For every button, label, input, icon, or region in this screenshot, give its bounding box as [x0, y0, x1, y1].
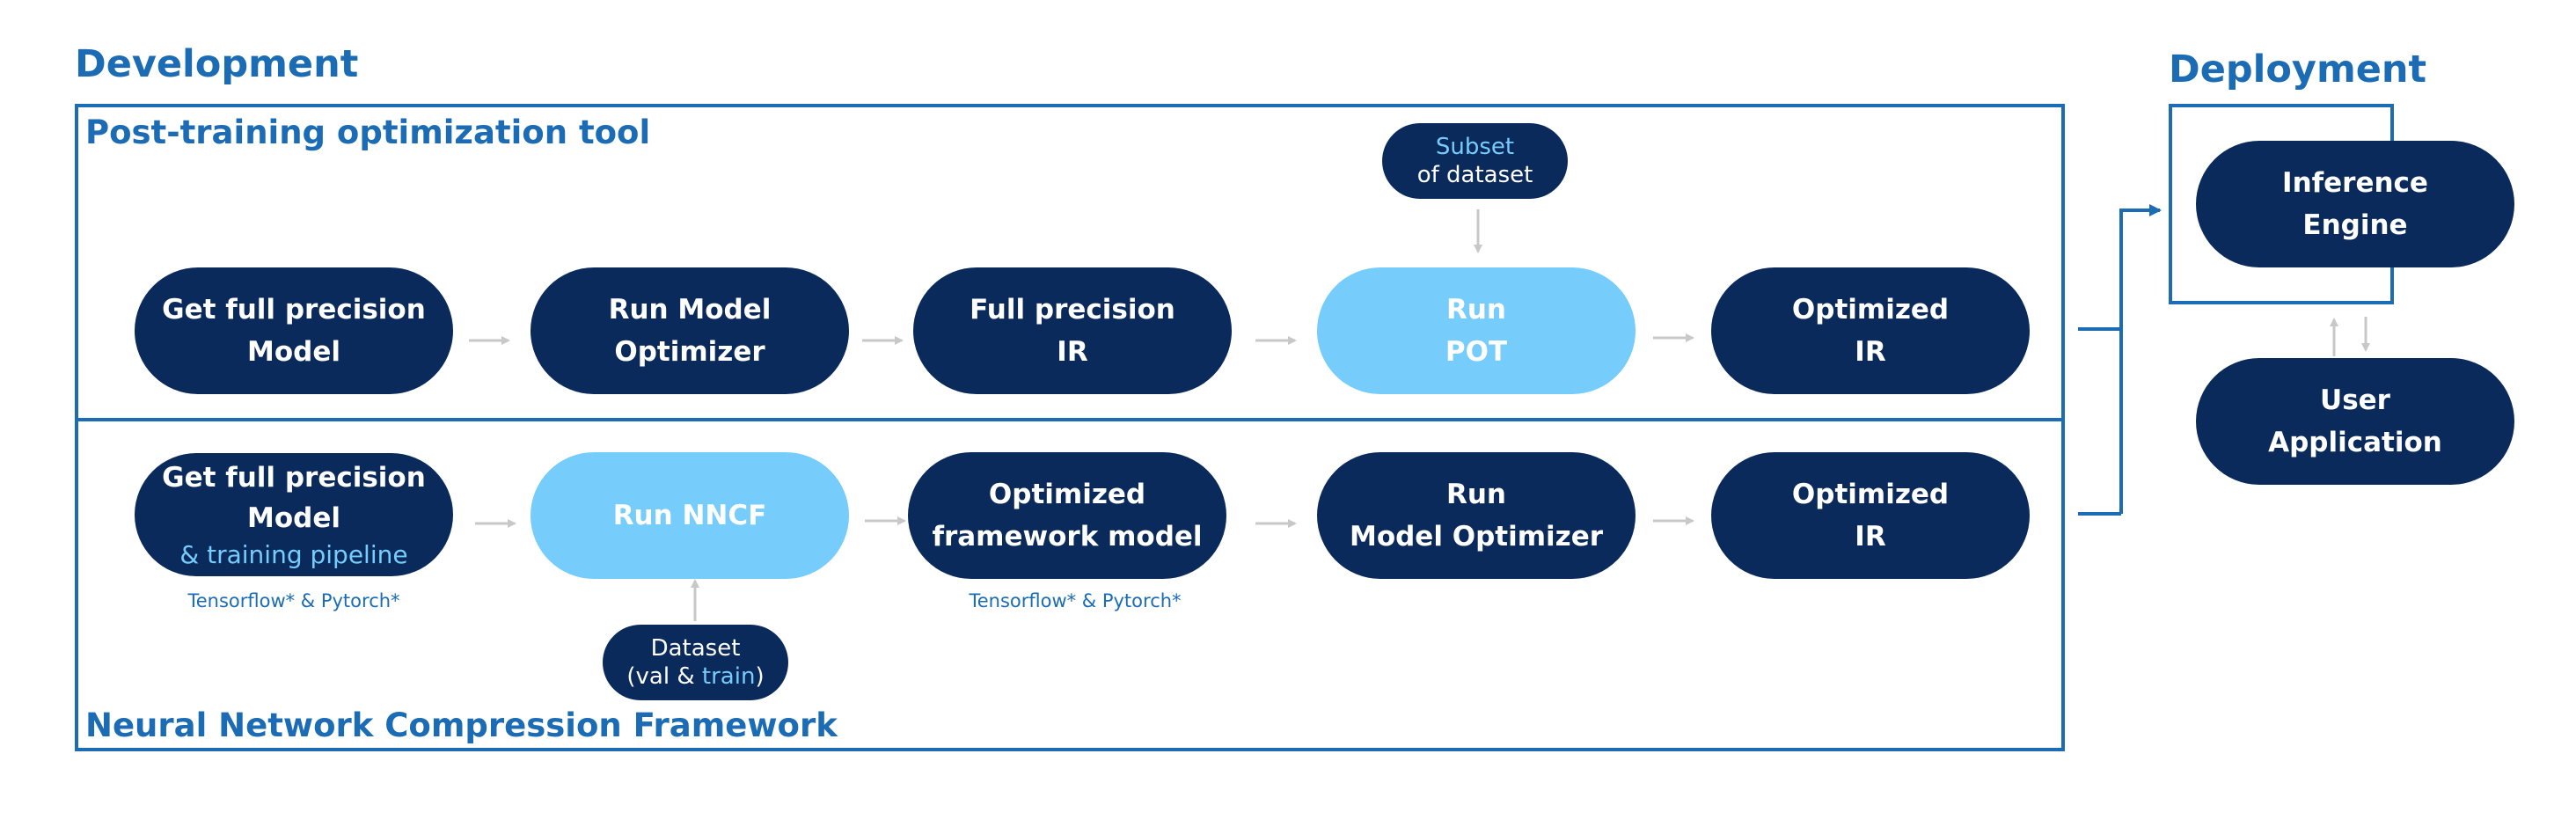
framework-note: Tensorflow* & Pytorch* [187, 590, 400, 611]
dataset-split-close: ) [755, 663, 765, 690]
step-line: IR [1855, 336, 1886, 368]
nncf-step-run-nncf: Run NNCF [531, 452, 849, 579]
step-line: Model [247, 336, 340, 368]
step-line: Run [1445, 479, 1506, 510]
step-line: Run [1445, 294, 1506, 326]
step-line: IR [1855, 521, 1886, 553]
inference-engine-node: Inference Engine [2196, 141, 2514, 267]
step-line: Run Model [608, 294, 772, 326]
node-line: Inference [2282, 167, 2428, 199]
section-divider [75, 418, 2065, 421]
node-line: User [2320, 384, 2390, 416]
nncf-step-optimized-framework-model: Optimized framework model [908, 452, 1226, 579]
step-line: Optimizer [614, 336, 765, 368]
subset-label: Subset [1435, 134, 1515, 160]
pot-step-full-precision-ir: Full precision IR [913, 267, 1232, 394]
step-line: Model Optimizer [1349, 521, 1604, 553]
nncf-section-title: Neural Network Compression Framework [85, 706, 838, 744]
development-heading: Development [75, 42, 359, 86]
step-line: framework model [932, 521, 1203, 553]
dataset-split-train: train [701, 663, 756, 690]
pot-step-run-pot: Run POT [1317, 267, 1636, 394]
step-line: Get full precision [162, 462, 426, 494]
nncf-step-get-full-precision-model: Get full precision Model & training pipe… [135, 453, 453, 576]
dataset-split-label: (val & train) [626, 662, 764, 691]
step-line: Run NNCF [612, 500, 767, 531]
step-line: Full precision [970, 294, 1175, 326]
step-line: Model [247, 502, 340, 534]
step-line: Optimized [988, 479, 1146, 510]
framework-note: Tensorflow* & Pytorch* [969, 590, 1182, 611]
nncf-step-run-model-optimizer: Run Model Optimizer [1317, 452, 1636, 579]
pot-section-title: Post-training optimization tool [85, 113, 651, 151]
step-line: IR [1057, 336, 1088, 368]
node-line: Engine [2302, 209, 2408, 241]
training-pipeline-label: & training pipeline [179, 540, 408, 569]
pot-step-run-model-optimizer: Run Model Optimizer [531, 267, 849, 394]
step-line: POT [1445, 336, 1508, 368]
dataset-split-open: (val & [626, 663, 702, 690]
step-line: Get full precision [162, 294, 426, 326]
of-dataset-label: of dataset [1416, 162, 1533, 188]
pot-step-optimized-ir: Optimized IR [1711, 267, 2030, 394]
subset-of-dataset-node: Subset of dataset [1382, 123, 1568, 199]
dataset-node: Dataset (val & train) [603, 625, 788, 700]
development-frame [75, 104, 2065, 751]
dataset-label: Dataset [650, 635, 741, 662]
nncf-step-optimized-ir: Optimized IR [1711, 452, 2030, 579]
step-line: Optimized [1791, 479, 1950, 510]
pot-step-get-full-precision-model: Get full precision Model [135, 267, 453, 394]
user-application-node: User Application [2196, 358, 2514, 485]
step-line: Optimized [1791, 294, 1950, 326]
deployment-heading: Deployment [2169, 48, 2427, 91]
node-line: Application [2268, 427, 2442, 458]
